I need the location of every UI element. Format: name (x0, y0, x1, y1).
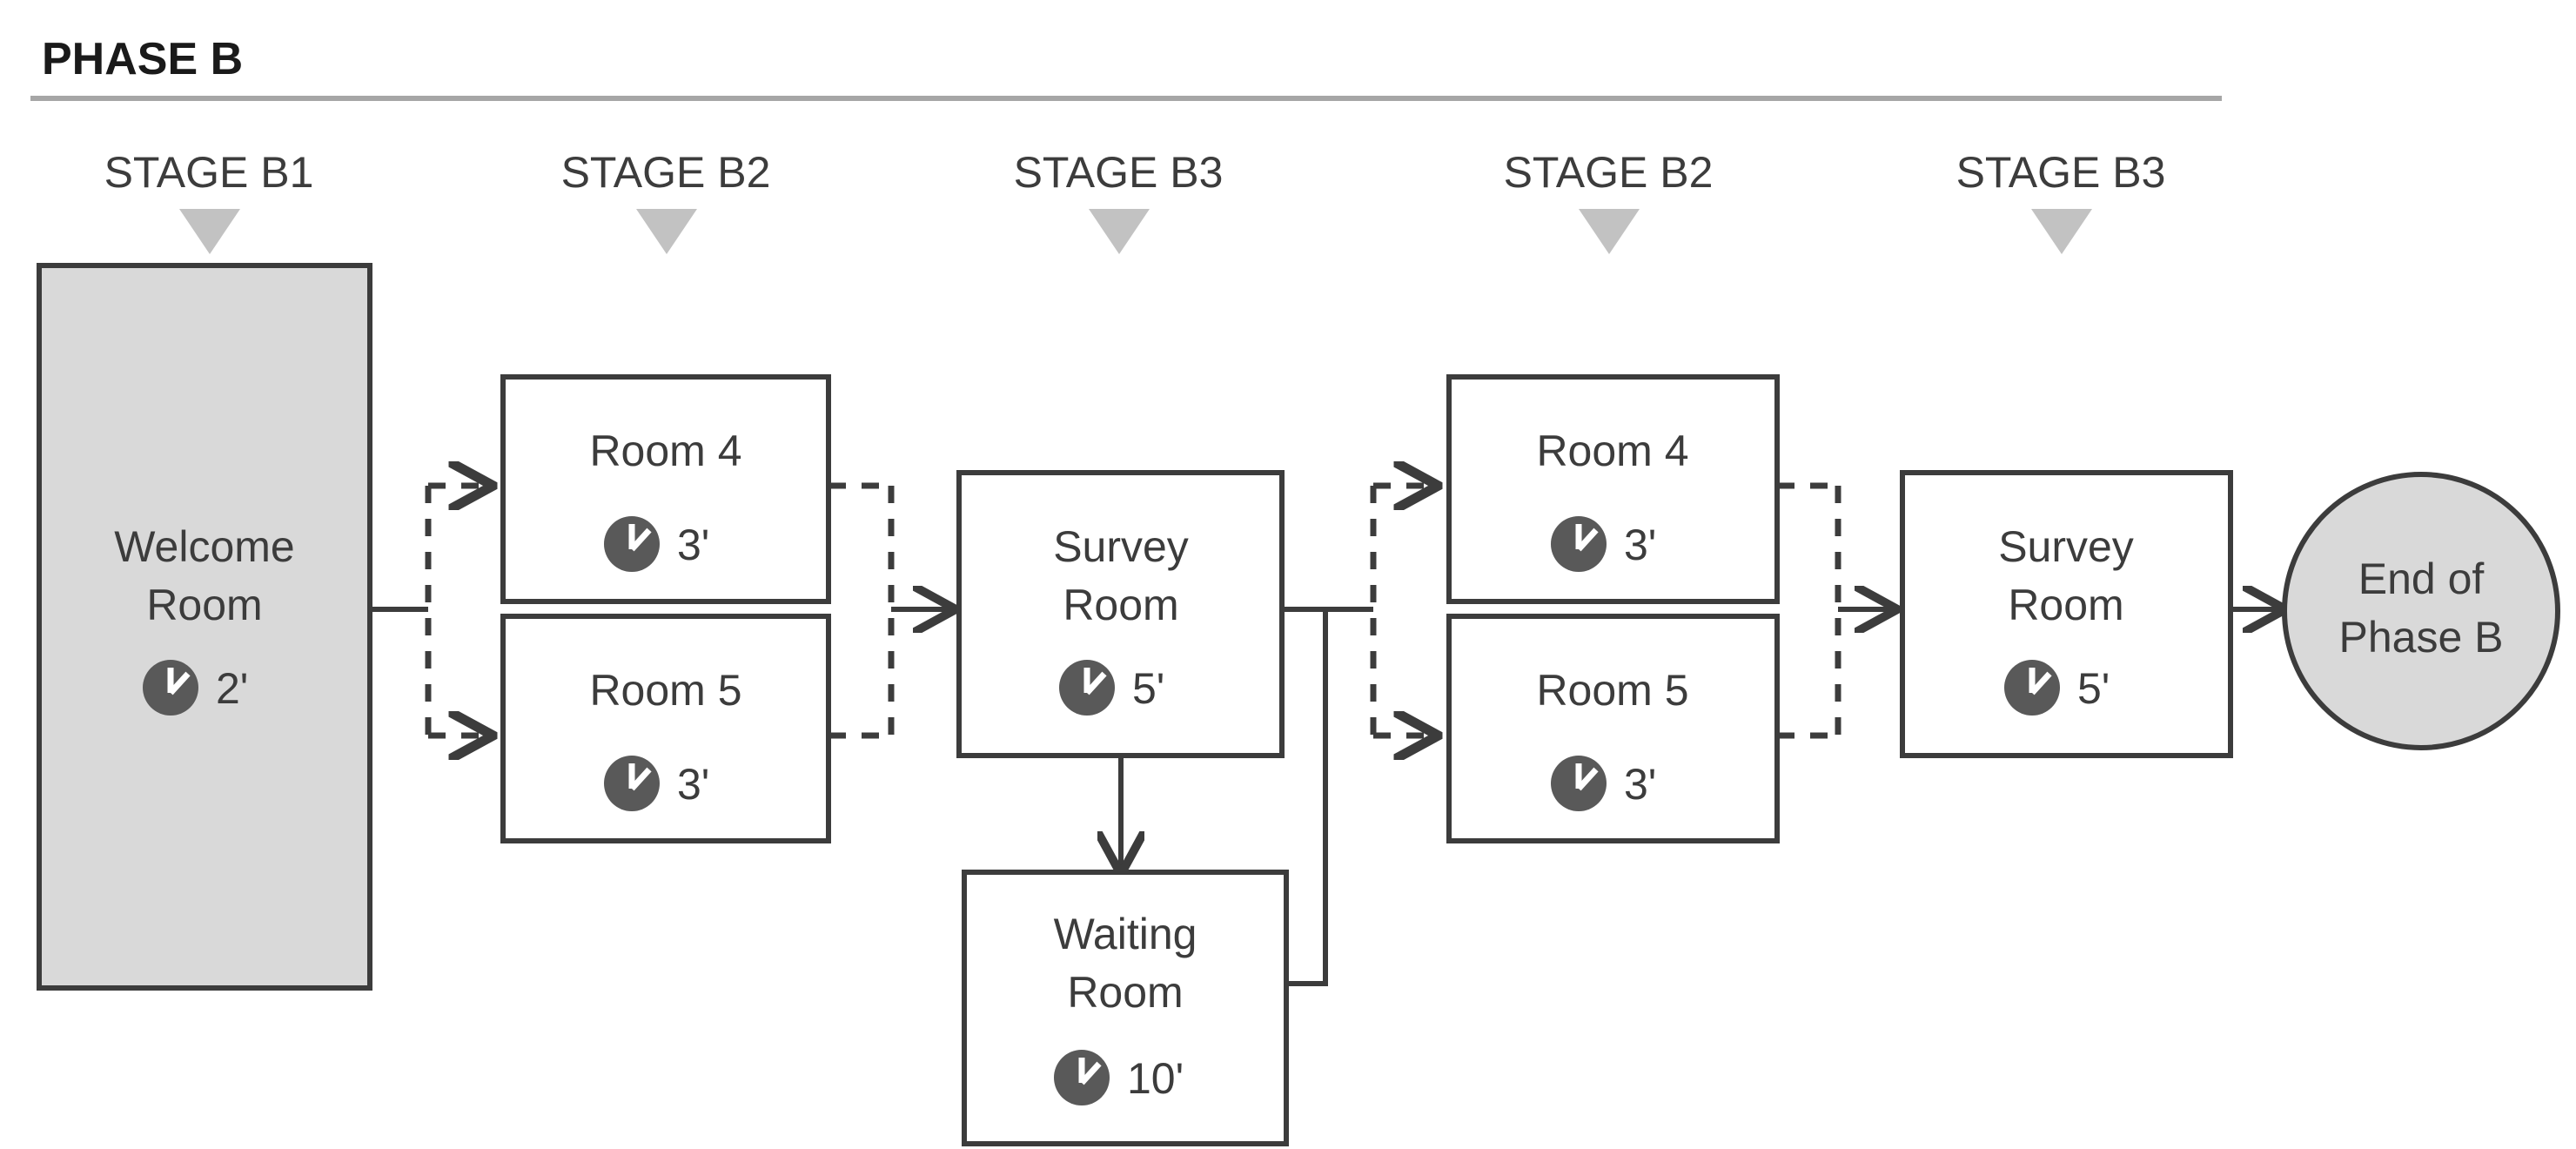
node-survey-room-first-duration: 5' (1132, 664, 1164, 713)
node-room5-first-label: Room 5 (589, 666, 741, 715)
node-welcome-room-line1: Welcome (114, 522, 294, 571)
node-survey-room-first-line2: Room (1063, 581, 1178, 629)
node-survey-room-first-box[interactable] (956, 470, 1285, 758)
node-survey-room-second-duration: 5' (2077, 664, 2110, 713)
node-survey-room-first-line1: Survey (1053, 522, 1189, 571)
edge-waiting-to-split2 (1286, 607, 1373, 986)
node-room5-second-box[interactable] (1446, 614, 1780, 843)
triangle-down-icon (1579, 209, 1640, 254)
stage-header-b1: STAGE B1 (104, 148, 314, 197)
node-survey-room-first[interactable]: Survey Room 5' (956, 470, 1285, 758)
node-room4-first-box[interactable] (500, 374, 831, 604)
node-room4-second-box[interactable] (1446, 374, 1780, 604)
triangle-down-icon (1089, 209, 1150, 254)
node-waiting-room[interactable]: Waiting Room 10' (962, 870, 1289, 1146)
node-end-of-phase-b[interactable]: End of Phase B (2282, 472, 2560, 750)
clock-icon (2004, 660, 2060, 716)
triangle-down-icon (636, 209, 697, 254)
node-room5-first[interactable]: Room 5 3' (500, 614, 831, 843)
node-room5-first-duration: 3' (677, 760, 709, 809)
clock-icon (143, 660, 198, 716)
node-survey-room-second-box[interactable] (1900, 470, 2233, 758)
clock-icon (1551, 516, 1607, 572)
clock-icon (604, 756, 660, 811)
node-end-of-phase-b-circle[interactable] (2282, 472, 2560, 750)
node-end-of-phase-b-line2: Phase B (2338, 613, 2503, 662)
node-room4-first-label: Room 4 (589, 427, 741, 475)
node-survey-room-second-line2: Room (2008, 581, 2123, 629)
stage-header-b2-second: STAGE B2 (1504, 148, 1714, 197)
clock-icon (604, 516, 660, 572)
node-waiting-room-duration: 10' (1127, 1054, 1184, 1103)
stage-header-b3-first-group: STAGE B3 (1014, 148, 1224, 254)
node-waiting-room-box[interactable] (962, 870, 1289, 1146)
node-waiting-room-line1: Waiting (1054, 910, 1197, 958)
node-welcome-room-line2: Room (146, 581, 262, 629)
stage-header-b2-first-group: STAGE B2 (561, 148, 771, 254)
node-room4-second-label: Room 4 (1536, 427, 1688, 475)
node-room4-second[interactable]: Room 4 3' (1446, 374, 1780, 604)
clock-icon (1059, 660, 1115, 716)
page-title: PHASE B (42, 34, 243, 84)
node-room4-second-duration: 3' (1624, 521, 1656, 569)
node-survey-room-second[interactable]: Survey Room 5' (1900, 470, 2233, 758)
triangle-down-icon (2031, 209, 2092, 254)
stage-header-b2-first: STAGE B2 (561, 148, 771, 197)
node-room5-second[interactable]: Room 5 3' (1446, 614, 1780, 843)
stage-header-b3-first: STAGE B3 (1014, 148, 1224, 197)
node-waiting-room-line2: Room (1067, 968, 1183, 1017)
stage-header-b2-second-group: STAGE B2 (1504, 148, 1714, 254)
node-room4-first[interactable]: Room 4 3' (500, 374, 831, 604)
node-room5-second-label: Room 5 (1536, 666, 1688, 715)
clock-icon (1054, 1050, 1110, 1105)
node-welcome-room[interactable]: Welcome Room 2' (37, 263, 372, 991)
node-survey-room-second-line1: Survey (1998, 522, 2134, 571)
node-room5-second-duration: 3' (1624, 760, 1656, 809)
node-end-of-phase-b-line1: End of (2358, 554, 2485, 603)
node-room4-first-duration: 3' (677, 521, 709, 569)
node-room5-first-box[interactable] (500, 614, 831, 843)
node-welcome-room-box[interactable] (37, 263, 372, 991)
stage-header-b3-second: STAGE B3 (1956, 148, 2166, 197)
stage-header-b3-second-group: STAGE B3 (1956, 148, 2166, 254)
triangle-down-icon (179, 209, 240, 254)
stage-header-b1-group: STAGE B1 (104, 148, 314, 254)
clock-icon (1551, 756, 1607, 811)
node-welcome-room-duration: 2' (216, 664, 248, 713)
